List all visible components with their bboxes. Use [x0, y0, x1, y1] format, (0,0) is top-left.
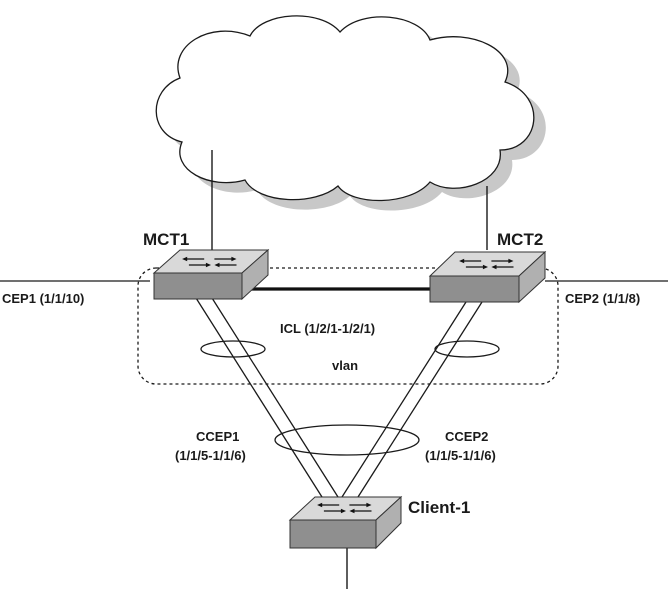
- mct2-label: MCT2: [497, 230, 543, 249]
- client-switch: [288, 495, 403, 550]
- mct1-switch: [152, 248, 270, 301]
- ccep2-name-label: CCEP2: [445, 429, 488, 444]
- icl-label: ICL (1/2/1-1/2/1): [280, 321, 375, 336]
- ccep2-ports-label: (1/1/5-1/1/6): [425, 448, 496, 463]
- cep2-label: CEP2 (1/1/8): [565, 291, 640, 306]
- ccep-lag-ellipse: [274, 424, 420, 456]
- lag-ellipse-mct2: [434, 340, 500, 358]
- client-label: Client-1: [408, 498, 470, 517]
- ccep2-links: [341, 301, 483, 498]
- vlan-boundary: [137, 267, 559, 385]
- cloud: [155, 15, 546, 211]
- vlan-label: vlan: [332, 358, 358, 373]
- ccep1-ports-label: (1/1/5-1/1/6): [175, 448, 246, 463]
- ccep1-name-label: CCEP1: [196, 429, 239, 444]
- mct2-switch: [428, 250, 547, 304]
- lag-ellipse-mct1: [200, 340, 266, 358]
- mct1-switch-front: [153, 272, 243, 300]
- client-switch-front: [289, 519, 377, 549]
- cep1-label: CEP1 (1/1/10): [2, 291, 84, 306]
- ccep1-links: [195, 297, 339, 498]
- cloud-body: [155, 15, 535, 202]
- mct1-label: MCT1: [143, 230, 189, 249]
- mct2-switch-front: [429, 275, 520, 303]
